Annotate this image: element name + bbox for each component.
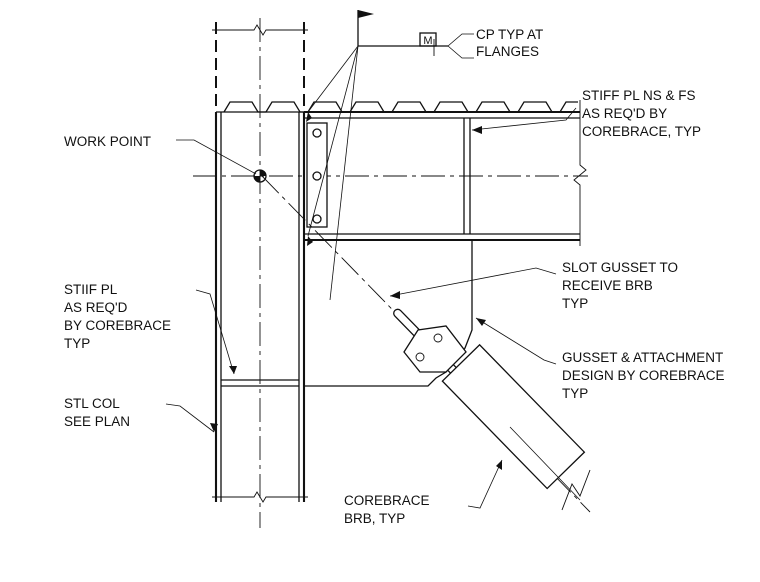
- leader-lines: [165, 107, 577, 509]
- weld-symbol: M: [306, 10, 474, 301]
- metal-deck: [223, 101, 578, 113]
- stiff-pl-ns-fs-label: STIFF PL NS & FS AS REQ'D BY COREBRACE, …: [582, 88, 701, 139]
- corebrace-brb-label: COREBRACE BRB, TYP: [344, 493, 433, 526]
- gusset-plate: [303, 240, 473, 387]
- beam-break: [573, 100, 587, 246]
- brb-attachment: [393, 308, 471, 389]
- work-point-label: WORK POINT: [64, 134, 151, 149]
- shear-tab: [306, 122, 328, 228]
- gusset-attachment-label: GUSSET & ATTACHMENT DESIGN BY COREBRACE …: [562, 350, 728, 401]
- brb-casing: [441, 343, 591, 511]
- column-break-bottom: [212, 491, 308, 503]
- steel-column: [214, 18, 306, 528]
- flag-icon: [358, 10, 374, 18]
- weld-symbol-letter: M: [423, 35, 432, 47]
- cp-flanges-label: CP TYP AT FLANGES: [476, 27, 547, 59]
- steel-beam: [304, 110, 580, 242]
- work-point-icon: [253, 169, 267, 183]
- column-stiffener-plate: [221, 379, 299, 387]
- slot-gusset-label: SLOT GUSSET TO RECEIVE BRB TYP: [562, 260, 682, 311]
- stiff-pl-label: STIIF PL AS REQ'D BY COREBRACE TYP: [64, 282, 175, 351]
- column-break-top: [212, 24, 308, 36]
- stl-col-label: STL COL SEE PLAN: [64, 396, 130, 429]
